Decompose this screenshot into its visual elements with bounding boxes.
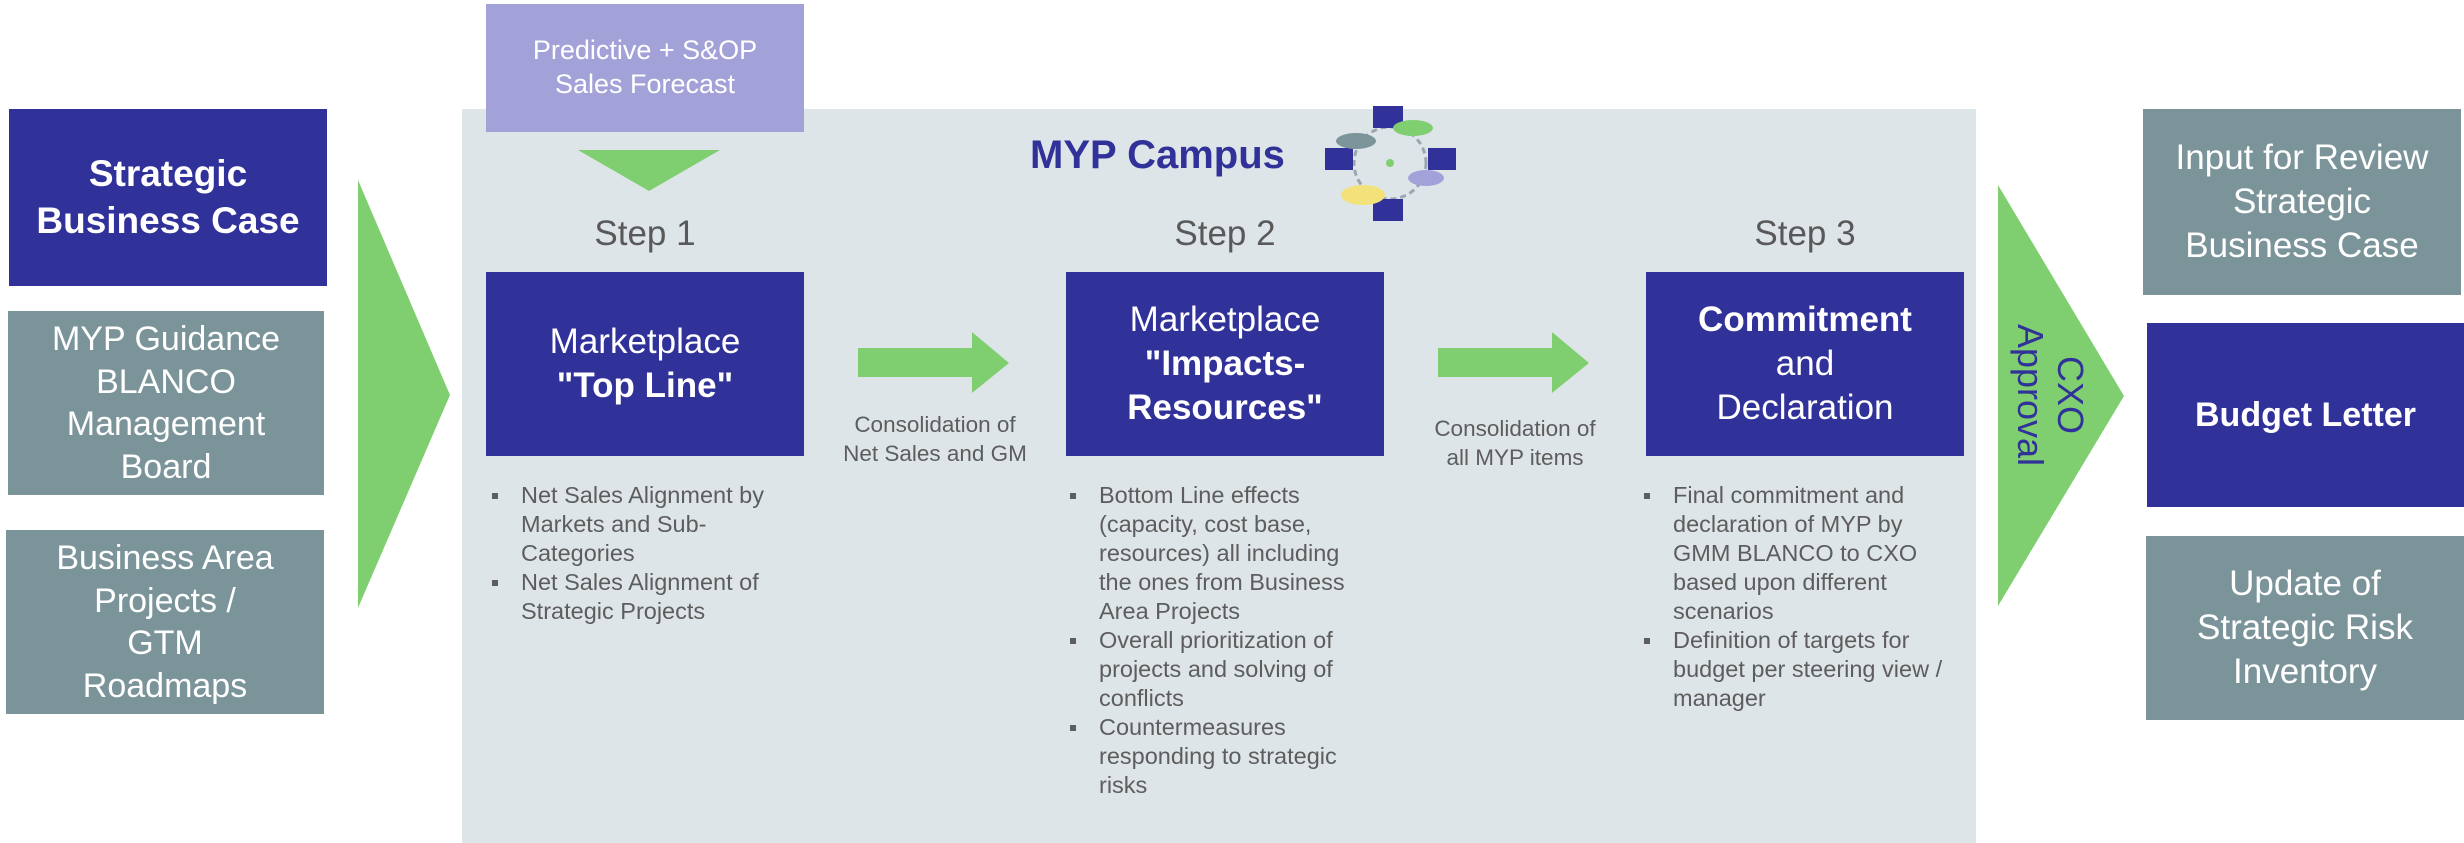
budget-letter-text: Budget Letter — [2195, 395, 2416, 434]
box-line: Sales Forecast — [554, 69, 736, 99]
box-line: Business Case — [36, 199, 300, 241]
box-line: Strategic — [88, 153, 248, 195]
step-1-label: Step 1 — [594, 214, 696, 253]
box-line: Business Case — [2185, 225, 2419, 265]
myp-campus-panel — [462, 109, 1976, 843]
box-line: Resources" — [1127, 387, 1323, 427]
consolidation-label-2: Consolidation of all MYP items — [1395, 414, 1635, 472]
box-line: "Impacts- — [1144, 344, 1306, 384]
cxo-approval-arrow — [1998, 185, 2124, 606]
cxo-line: Approval — [2010, 323, 2051, 466]
box-line: BLANCO — [96, 362, 236, 401]
consolidation-line: Consolidation of — [1434, 416, 1596, 441]
bullet-item: Definition of targets for budget per ste… — [1638, 626, 1963, 713]
input-for-review-box: Input for Review Strategic Business Case — [2143, 109, 2461, 295]
update-risk-inventory-box: Update of Strategic Risk Inventory — [2146, 536, 2464, 720]
step-2-label: Step 2 — [1174, 214, 1276, 253]
consolidation-line: all MYP items — [1446, 445, 1584, 470]
bullet-item: Overall prioritization of projects and s… — [1064, 626, 1364, 713]
bullet-item: Countermeasures responding to strategic … — [1064, 713, 1364, 800]
box-line: Marketplace — [549, 322, 741, 362]
sales-forecast-box: Predictive + S&OP Sales Forecast — [486, 4, 804, 132]
business-area-projects-box: Business Area Projects / GTM Roadmaps — [6, 530, 324, 714]
box-line: Commitment — [1698, 300, 1912, 340]
consolidation-arrow-2 — [1438, 332, 1589, 393]
bullet-item: Net Sales Alignment of Strategic Project… — [486, 568, 786, 626]
box-line: Board — [120, 447, 212, 486]
step-3-label: Step 3 — [1754, 214, 1856, 253]
consolidation-label-1: Consolidation of Net Sales and GM — [815, 410, 1055, 468]
consolidation-arrow-1 — [858, 332, 1009, 393]
campus-title: MYP Campus — [1030, 133, 1285, 177]
input-arrow — [358, 180, 450, 608]
step-2-box: Marketplace "Impacts- Resources" — [1066, 272, 1384, 456]
cxo-approval-text: CXO Approval — [2010, 323, 2091, 466]
box-line: GTM — [127, 624, 203, 662]
consolidation-line: Net Sales and GM — [843, 441, 1027, 466]
box-line: Update of — [2229, 564, 2381, 604]
myp-guidance-box: MYP Guidance BLANCO Management Board — [8, 311, 324, 495]
step-1-bullets: Net Sales Alignment by Markets and Sub-C… — [486, 481, 786, 626]
step-2-bullets: Bottom Line effects (capacity, cost base… — [1064, 481, 1364, 800]
strategic-business-case-box: Strategic Business Case — [9, 109, 327, 286]
box-line: Roadmaps — [82, 666, 248, 705]
box-line: and — [1775, 344, 1835, 384]
bullet-item: Final commitment and declaration of MYP … — [1638, 481, 1963, 626]
box-line: Input for Review — [2175, 138, 2429, 178]
box-line: Declaration — [1716, 387, 1894, 427]
step-1-box: Marketplace "Top Line" — [486, 272, 804, 456]
box-line: Strategic Risk — [2197, 608, 2413, 648]
process-cycle-icon — [1325, 106, 1456, 221]
step-3-box: Commitment and Declaration — [1646, 272, 1964, 456]
box-line: MYP Guidance — [51, 320, 281, 358]
box-line: Predictive + S&OP — [532, 35, 758, 66]
forecast-down-arrow — [578, 150, 720, 191]
cxo-line: CXO — [2050, 355, 2091, 434]
consolidation-line: Consolidation of — [854, 412, 1016, 437]
bullet-item: Bottom Line effects (capacity, cost base… — [1064, 481, 1364, 626]
box-line: Projects / — [94, 581, 236, 620]
box-line: Management — [66, 405, 266, 443]
step-3-bullets: Final commitment and declaration of MYP … — [1638, 481, 1963, 713]
box-line: Marketplace — [1129, 300, 1321, 340]
box-line: Strategic — [2232, 182, 2372, 222]
cxo-approval-label: CXO Approval — [1970, 323, 2130, 465]
box-line: "Top Line" — [556, 366, 734, 405]
box-line: Business Area — [56, 539, 274, 577]
budget-letter-box: Budget Letter — [2147, 323, 2464, 507]
box-line: Inventory — [2233, 651, 2377, 691]
bullet-item: Net Sales Alignment by Markets and Sub-C… — [486, 481, 786, 568]
